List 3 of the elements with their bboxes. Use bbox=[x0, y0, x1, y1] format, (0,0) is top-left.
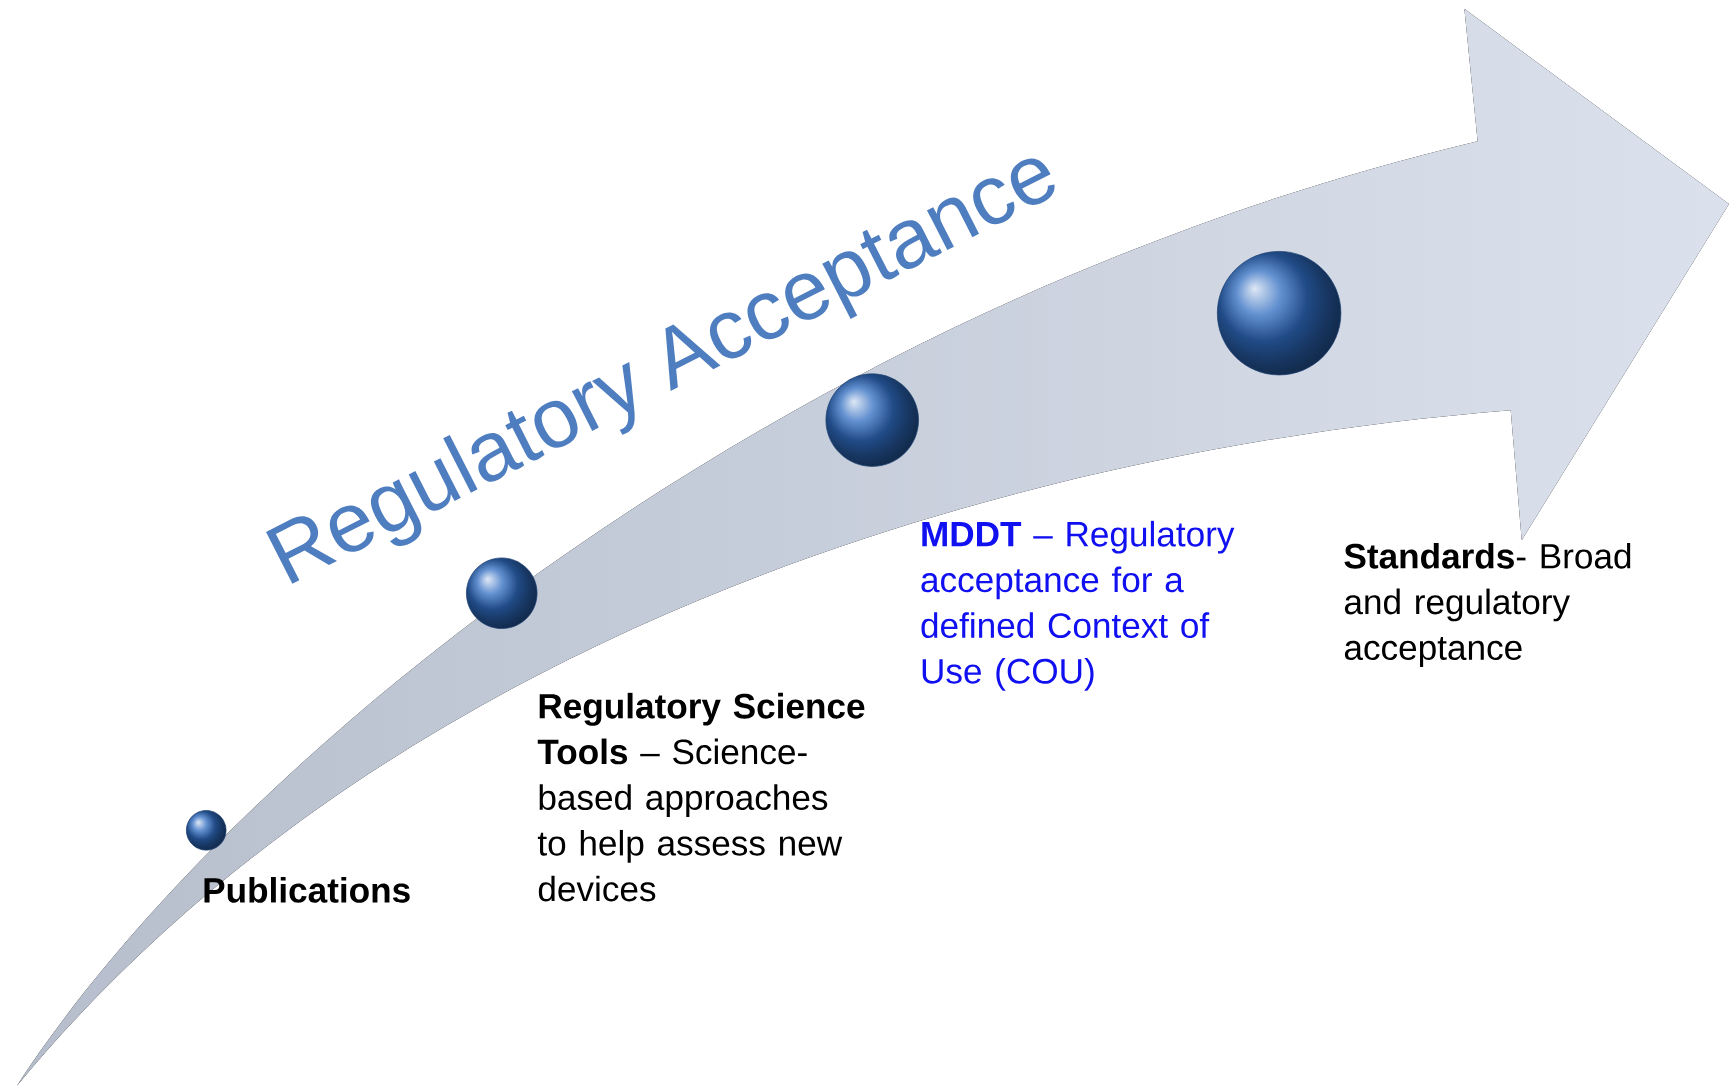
sphere bbox=[1217, 250, 1342, 376]
sphere bbox=[186, 810, 227, 851]
step-description: Standards- Broad and regulatory acceptance bbox=[1344, 542, 1631, 667]
